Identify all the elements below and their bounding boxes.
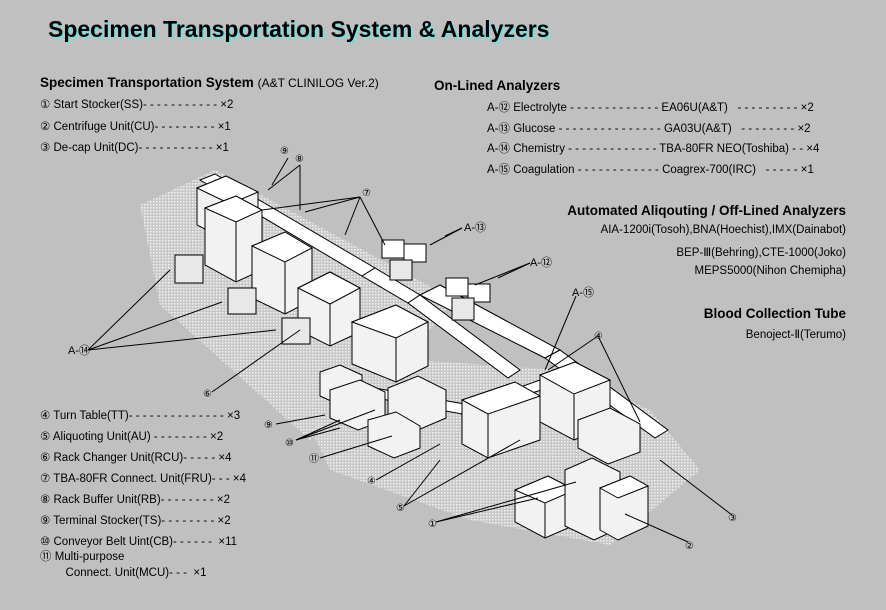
sts-item-3: ③ De-cap Unit(DC)- - - - - - - - - - - ×… bbox=[40, 142, 229, 154]
callout-9-bottom: ⑨ bbox=[264, 420, 273, 431]
leader-lines bbox=[87, 157, 733, 543]
sts-item-1: ① Start Stocker(SS)- - - - - - - - - - -… bbox=[40, 99, 234, 111]
unit-item-7: ⑦ TBA-80FR Connect. Unit(FRU)- - - ×4 bbox=[40, 473, 246, 485]
unit-item-8: ⑧ Rack Buffer Unit(RB)- - - - - - - - ×2 bbox=[40, 494, 230, 506]
callout-4-top: ④ bbox=[594, 331, 603, 342]
callout-6: ⑥ bbox=[203, 389, 212, 400]
unit-item-11: ⑪ Multi-purpose bbox=[40, 551, 125, 563]
unit-item-10: ⑩ Conveyor Belt Uint(CB)- - - - - - ×11 bbox=[40, 536, 238, 548]
page-title: Specimen Transportation System & Analyze… bbox=[48, 16, 550, 42]
machines-upper bbox=[174, 175, 491, 383]
callout-3: ③ bbox=[728, 513, 737, 524]
callout-4-bottom: ④ bbox=[367, 476, 376, 487]
tube-item: Benoject-Ⅱ(Terumo) bbox=[745, 329, 846, 341]
online-heading: On-Lined Analyzers bbox=[434, 78, 561, 93]
callout-7: ⑦ bbox=[362, 188, 371, 199]
callout-a15: A-⑮ bbox=[572, 286, 594, 299]
sts-heading-text: Specimen Transportation System bbox=[40, 75, 254, 90]
callout-11: ⑪ bbox=[309, 453, 319, 465]
callout-a12: A-⑫ bbox=[530, 256, 552, 269]
sts-item-2: ② Centrifuge Unit(CU)- - - - - - - - - ×… bbox=[40, 121, 231, 133]
sts-heading-sub: (A&T CLINILOG Ver.2) bbox=[257, 76, 379, 90]
callout-1: ① bbox=[428, 519, 437, 530]
callout-9-top: ⑨ bbox=[280, 146, 289, 157]
tube-heading: Blood Collection Tube bbox=[703, 306, 846, 321]
unit-item-9: ⑨ Terminal Stocker(TS)- - - - - - - - ×2 bbox=[40, 515, 231, 527]
sts-heading: Specimen Transportation System (A&T CLIN… bbox=[40, 75, 379, 90]
unit-item-6: ⑥ Rack Changer Unit(RCU)- - - - - ×4 bbox=[40, 452, 232, 464]
machines-lower bbox=[319, 361, 650, 541]
online-item-14: A-⑭ Chemistry - - - - - - - - - - - - - … bbox=[487, 143, 820, 155]
aliquot-item-2: BEP-Ⅲ(Behring),CTE-1000(Joko) bbox=[676, 247, 846, 259]
unit-item-4: ④ Turn Table(TT)- - - - - - - - - - - - … bbox=[40, 410, 241, 422]
aliquot-item-3: MEPS5000(Nihon Chemipha) bbox=[694, 265, 847, 277]
online-item-12: A-⑫ Electrolyte - - - - - - - - - - - - … bbox=[487, 102, 814, 114]
callout-2: ② bbox=[685, 541, 694, 552]
callout-a13: A-⑬ bbox=[464, 221, 486, 234]
aliquot-item-1: AIA-1200i(Tosoh),BNA(Hoechist),IMX(Daina… bbox=[600, 224, 846, 236]
aliquot-heading: Automated Aliqouting / Off-Lined Analyze… bbox=[567, 203, 846, 218]
online-item-13: A-⑬ Glucose - - - - - - - - - - - - - - … bbox=[487, 123, 811, 135]
callout-8: ⑧ bbox=[295, 154, 304, 165]
callout-a14: A-⑭ bbox=[68, 344, 90, 357]
unit-item-5: ⑤ Aliquoting Unit(AU) - - - - - - - - ×2 bbox=[40, 431, 224, 443]
callout-10: ⑩ bbox=[285, 438, 294, 449]
callout-5: ⑤ bbox=[396, 503, 405, 514]
online-item-15: A-⑮ Coagulation - - - - - - - - - - - - … bbox=[487, 164, 814, 176]
unit-item-11-cont: Connect. Unit(MCU)- - - ×1 bbox=[40, 567, 207, 579]
